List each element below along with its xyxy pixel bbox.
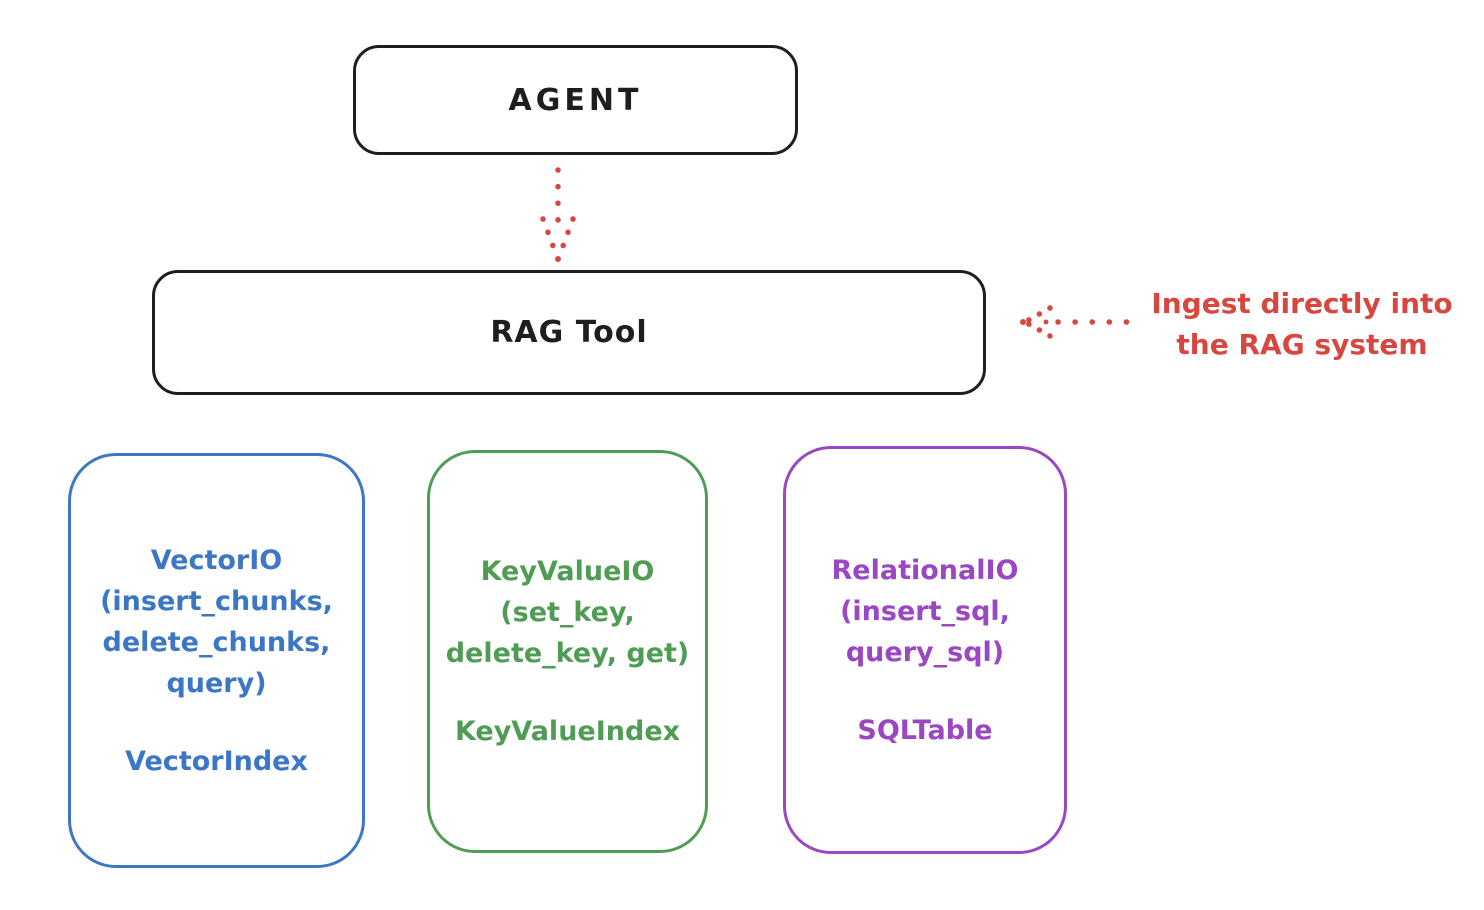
dotted-arrow-left-icon — [1020, 305, 1136, 339]
ingest-annotation-line1: Ingest directly into — [1151, 287, 1453, 320]
vector-io-node: VectorIO (insert_chunks, delete_chunks, … — [68, 453, 365, 868]
rag-tool-node: RAG Tool — [152, 270, 986, 395]
relational-io-methods-line2: query_sql) — [845, 636, 1005, 668]
ingest-annotation: Ingest directly into the RAG system — [1120, 283, 1484, 365]
keyvalue-io-methods-line2: delete_key, get) — [445, 638, 690, 669]
agent-node-label: AGENT — [508, 82, 643, 118]
vector-io-methods-line3: query) — [166, 667, 267, 699]
vector-index-label: VectorIndex — [125, 745, 308, 777]
agent-node: AGENT — [353, 45, 798, 155]
relational-io-node: RelationalIO (insert_sql, query_sql) SQL… — [783, 446, 1067, 854]
dotted-arrow-down-icon — [540, 167, 576, 262]
keyvalue-io-methods-line1: (set_key, — [500, 597, 635, 628]
vector-io-methods-line1: (insert_chunks, — [100, 585, 333, 617]
vector-io-title: VectorIO — [150, 544, 283, 576]
vector-io-methods-line2: delete_chunks, — [102, 626, 331, 658]
keyvalue-io-node: KeyValueIO (set_key, delete_key, get) Ke… — [427, 450, 708, 853]
sql-table-label: SQLTable — [857, 714, 993, 746]
relational-io-methods-line1: (insert_sql, — [840, 595, 1010, 627]
ingest-annotation-line2: the RAG system — [1176, 328, 1428, 361]
keyvalue-index-label: KeyValueIndex — [454, 716, 681, 747]
relational-io-title: RelationalIO — [831, 554, 1019, 586]
rag-tool-node-label: RAG Tool — [490, 315, 648, 350]
keyvalue-io-title: KeyValueIO — [480, 556, 655, 587]
